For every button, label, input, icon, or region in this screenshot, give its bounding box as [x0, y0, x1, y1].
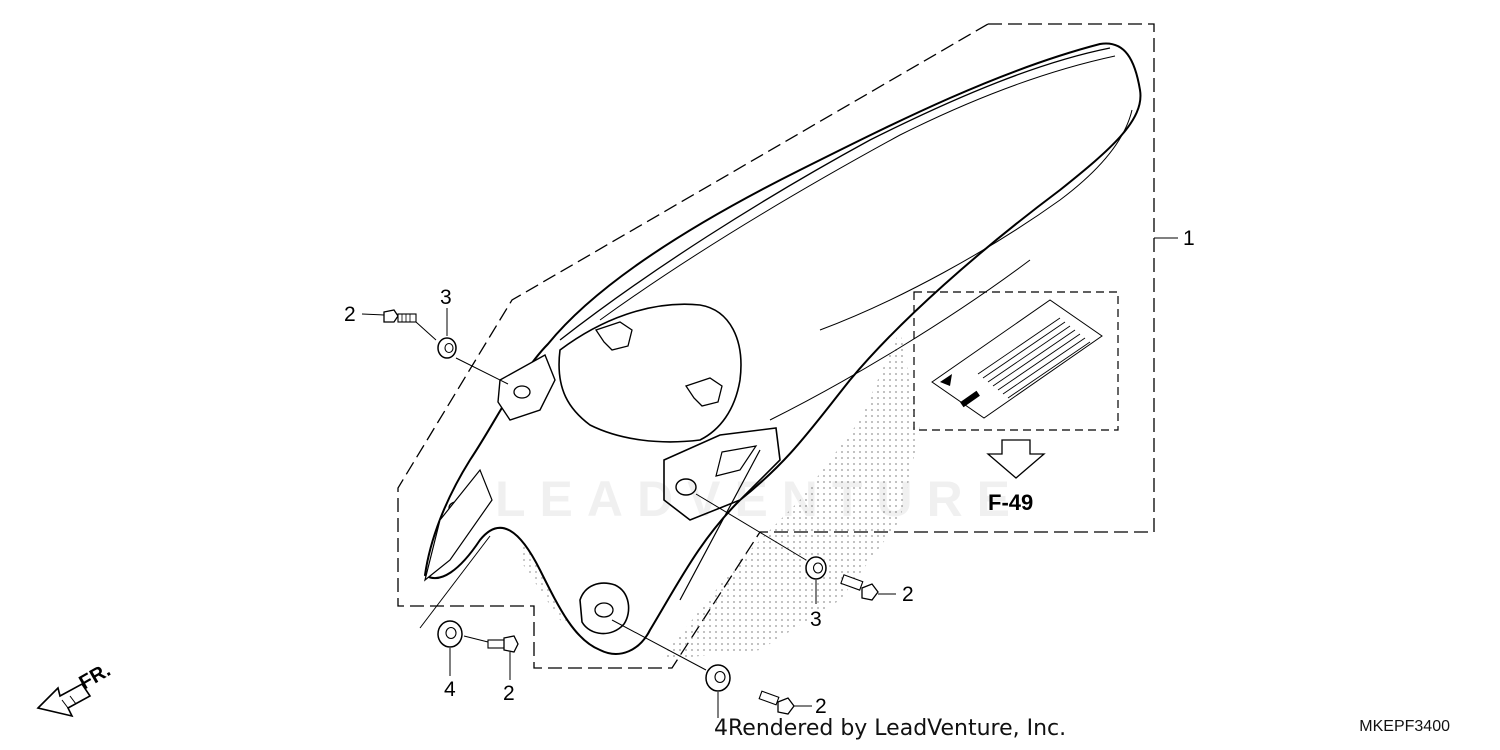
leader-bolt-upper-left	[361, 313, 385, 316]
callout-washer-lower-left: 4	[444, 678, 456, 701]
fender-inner-edge	[679, 449, 761, 601]
callout-bolt-right: 2	[902, 583, 914, 606]
left-mount-hole	[513, 385, 531, 399]
front-direction-arrow-icon	[36, 682, 92, 718]
fender-side-line-lower	[769, 259, 1031, 421]
assembly-boundary	[397, 23, 1155, 669]
washer-upper-left	[437, 337, 457, 359]
callout-washer-upper-left: 3	[440, 286, 452, 309]
callout-bolt-upper-left: 2	[344, 303, 356, 326]
callout-part-1: 1	[1183, 227, 1195, 250]
fender-side-line	[819, 109, 1133, 331]
label-reference: F-49	[988, 490, 1033, 515]
washer-right	[805, 556, 827, 580]
mounting-clip-upper	[594, 321, 633, 351]
washer-bottom	[705, 664, 731, 692]
lower-mount-hole	[594, 602, 614, 618]
reference-arrow-icon	[986, 439, 1046, 479]
bolt-upper-left	[383, 309, 417, 323]
watermark: LEADVENTURE	[495, 471, 1025, 527]
render-credit: 4Rendered by LeadVenture, Inc.	[714, 716, 1067, 741]
fender-shading	[660, 330, 920, 660]
fender-ridge-line	[559, 47, 1111, 341]
washer-lower-left	[437, 620, 463, 648]
bolt-lower-left	[487, 635, 519, 653]
leader-part-to-washer-right	[695, 493, 807, 561]
leader-part-to-washer-bottom	[611, 619, 707, 671]
bolt-bottom	[758, 690, 795, 715]
callout-bolt-bottom: 2	[815, 695, 827, 718]
left-fin	[423, 468, 493, 582]
leader-washer-upper-left-to-part	[455, 357, 509, 385]
bolt-right	[840, 574, 879, 601]
callout-bolt-lower-left: 2	[503, 682, 515, 705]
fender-ridge-line-inner	[599, 55, 1116, 321]
caution-label-icon	[931, 299, 1103, 419]
right-mount-hole	[675, 478, 697, 496]
label-ref-box	[913, 291, 1119, 431]
callout-washer-right: 3	[810, 608, 822, 631]
diagram-id: MKEPF3400	[1359, 718, 1450, 735]
leader-bolt-upper-left-to-part	[415, 321, 437, 341]
front-arrow-hatch	[69, 695, 77, 705]
right-bracket-tab	[715, 445, 758, 477]
leader-bolt-lower-left-to-part	[463, 635, 489, 643]
front-arrow-hatch	[61, 699, 69, 709]
leader-washer-lower-left-to-part	[419, 535, 491, 629]
mounting-clip-lower	[684, 377, 723, 407]
